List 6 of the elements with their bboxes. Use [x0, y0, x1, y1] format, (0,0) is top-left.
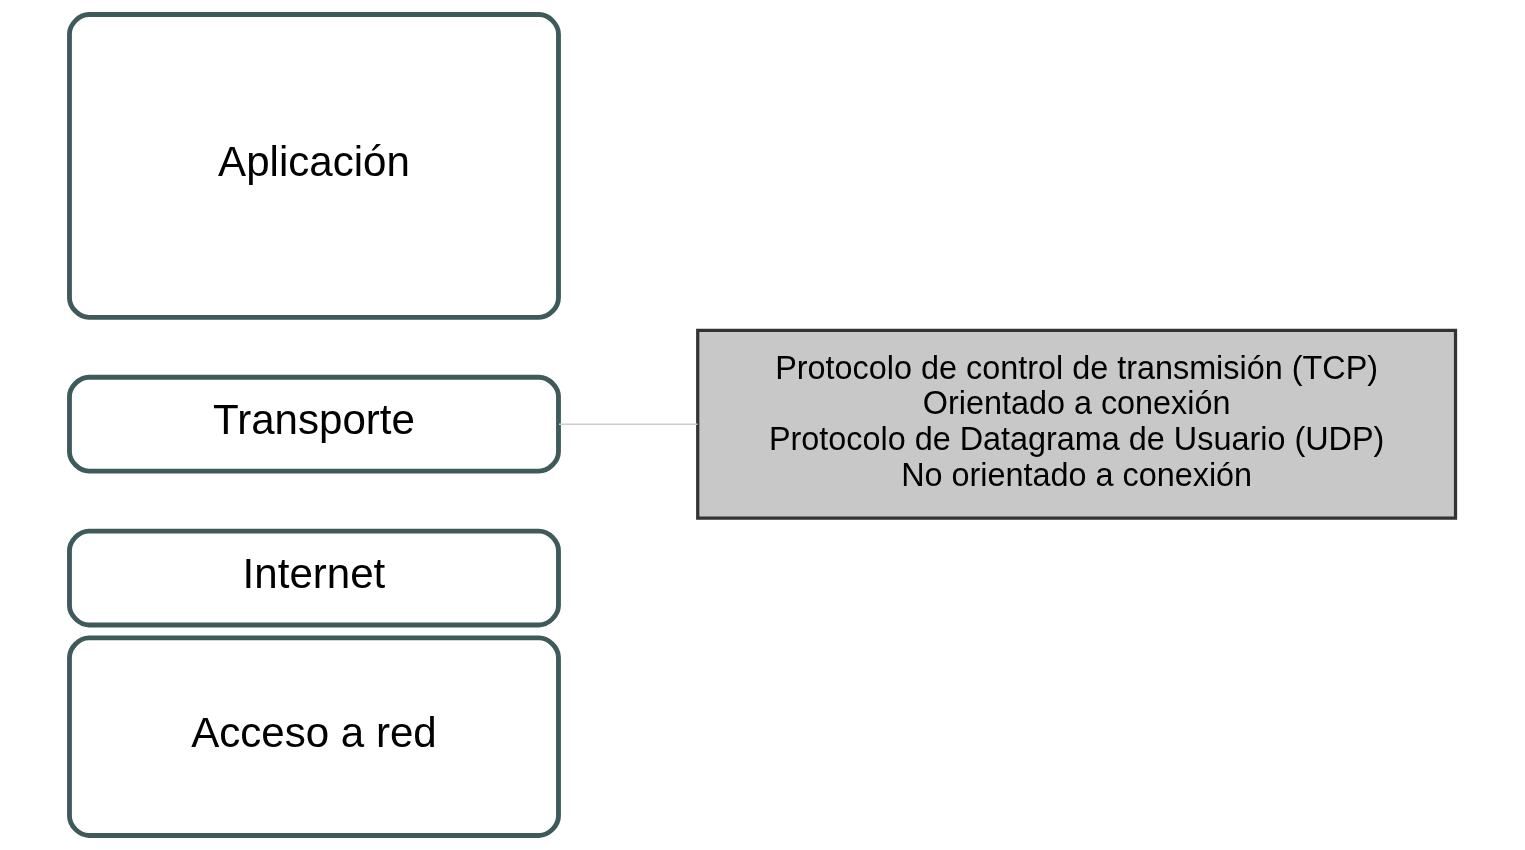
node-box: Internet: [67, 528, 561, 628]
node-box: Transporte: [67, 374, 561, 474]
connector: [558, 423, 699, 425]
node-box: Protocolo de control de transmisión (TCP) Orientado a conexión Protocolo de Datagrama de Usuario (UDP) No orientado a conexión: [696, 328, 1458, 520]
node-box: Acceso a red: [67, 635, 561, 838]
node-box: Aplicación: [67, 12, 561, 320]
